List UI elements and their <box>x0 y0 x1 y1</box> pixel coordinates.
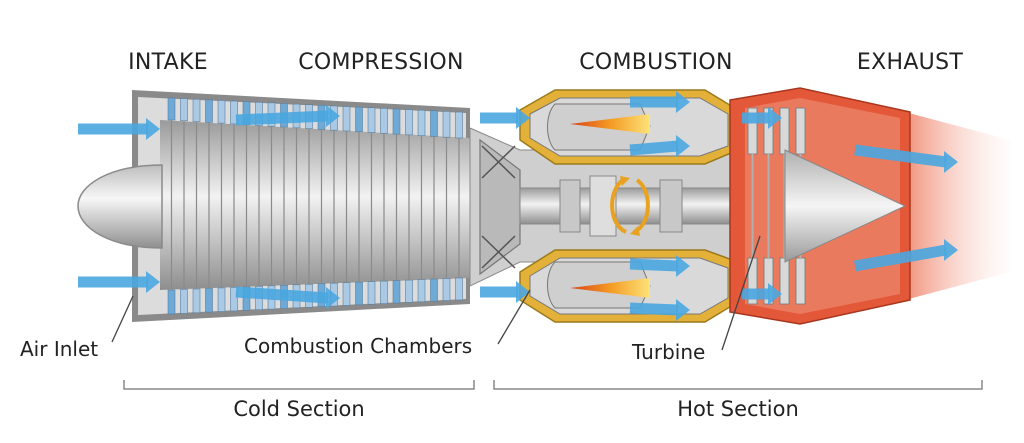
exhaust-cone <box>784 149 907 263</box>
nose-spinner <box>77 164 163 249</box>
airflow-arrow-icon <box>480 281 530 303</box>
air-inlet-leader <box>111 295 134 343</box>
compressor-blade <box>392 280 401 304</box>
turbine-blade <box>795 107 806 155</box>
label-hot-section: Hot Section <box>677 397 799 421</box>
section-intake: INTAKE <box>128 50 208 75</box>
compressor-discs <box>170 120 460 290</box>
section-compression: COMPRESSION <box>298 50 464 75</box>
section-combustion: COMBUSTION <box>579 50 733 75</box>
compressor-blade <box>417 109 426 136</box>
compressor-blade <box>205 288 213 313</box>
hot-section-bracket <box>493 380 983 390</box>
compressor-blade <box>455 277 463 301</box>
label-cold-section: Cold Section <box>233 397 364 421</box>
airflow-arrow-icon <box>78 118 160 140</box>
turbine-blades <box>747 107 806 305</box>
airflow-arrow-icon <box>742 283 782 305</box>
airflow-arrow-icon <box>235 286 340 309</box>
compressor-blade <box>367 281 376 305</box>
compressor-blade <box>442 278 451 301</box>
airflow-arrow-icon <box>78 271 160 293</box>
compressor-blade <box>355 281 363 306</box>
diffuser-struts <box>481 145 516 269</box>
compressor-blade <box>180 289 188 314</box>
label-turbine: Turbine <box>631 340 705 364</box>
exhaust-plume <box>905 112 1010 300</box>
compressor-blade <box>167 97 176 121</box>
turbine-blade <box>779 107 790 155</box>
compressor-blade <box>192 98 201 122</box>
compressor-blade <box>430 110 438 137</box>
main-shaft <box>519 187 736 225</box>
compressor-blade <box>217 287 226 312</box>
compressor-blade <box>342 282 351 306</box>
section-exhaust: EXHAUST <box>857 50 963 75</box>
compressor-blade <box>342 106 351 132</box>
shaft-collar-3 <box>659 179 683 233</box>
airflow-arrow-icon <box>742 107 782 129</box>
compressor-blade <box>430 278 438 302</box>
label-combustion-chambers: Combustion Chambers <box>244 334 472 358</box>
compressor-blade <box>455 111 463 139</box>
combustion-chamber-bottom <box>519 249 739 323</box>
compressor-blade <box>405 109 413 136</box>
compressor-blade <box>367 107 376 133</box>
compressor-blade <box>192 288 201 314</box>
airflow-arrow-icon <box>630 91 690 113</box>
compressor-blade <box>355 106 363 133</box>
airflow-arrows <box>78 91 958 321</box>
label-air-inlet: Air Inlet <box>20 337 98 361</box>
compressor-blade <box>405 279 413 303</box>
compressor-drum <box>160 120 470 290</box>
compressor-blade <box>417 279 426 303</box>
airflow-arrow-icon <box>480 107 530 129</box>
cold-section-bracket <box>123 380 475 390</box>
shaft-collar-1 <box>559 179 581 233</box>
compressor-blade <box>217 100 226 124</box>
airflow-arrow-icon <box>854 144 958 173</box>
turbine-blade <box>795 257 806 305</box>
airflow-arrow-icon <box>629 255 690 277</box>
airflow-arrow-icon <box>629 299 690 321</box>
compressor-blade <box>180 98 188 122</box>
airflow-arrow-icon <box>629 135 690 157</box>
combustion-chambers-leader <box>497 289 531 345</box>
compressor-blade <box>442 111 451 138</box>
airflow-arrow-icon <box>235 105 340 127</box>
compressor-blade <box>392 108 401 135</box>
compressor-blade <box>380 108 388 134</box>
combustion-chamber-top <box>519 89 739 165</box>
turbine-leader <box>721 235 761 351</box>
compressor-blade <box>167 289 176 315</box>
rotation-arrow-icon <box>610 176 650 236</box>
airflow-arrow-icon <box>854 239 958 272</box>
compressor-blade <box>205 99 213 123</box>
turbine-blade <box>779 257 790 305</box>
compressor-blade <box>380 280 388 304</box>
